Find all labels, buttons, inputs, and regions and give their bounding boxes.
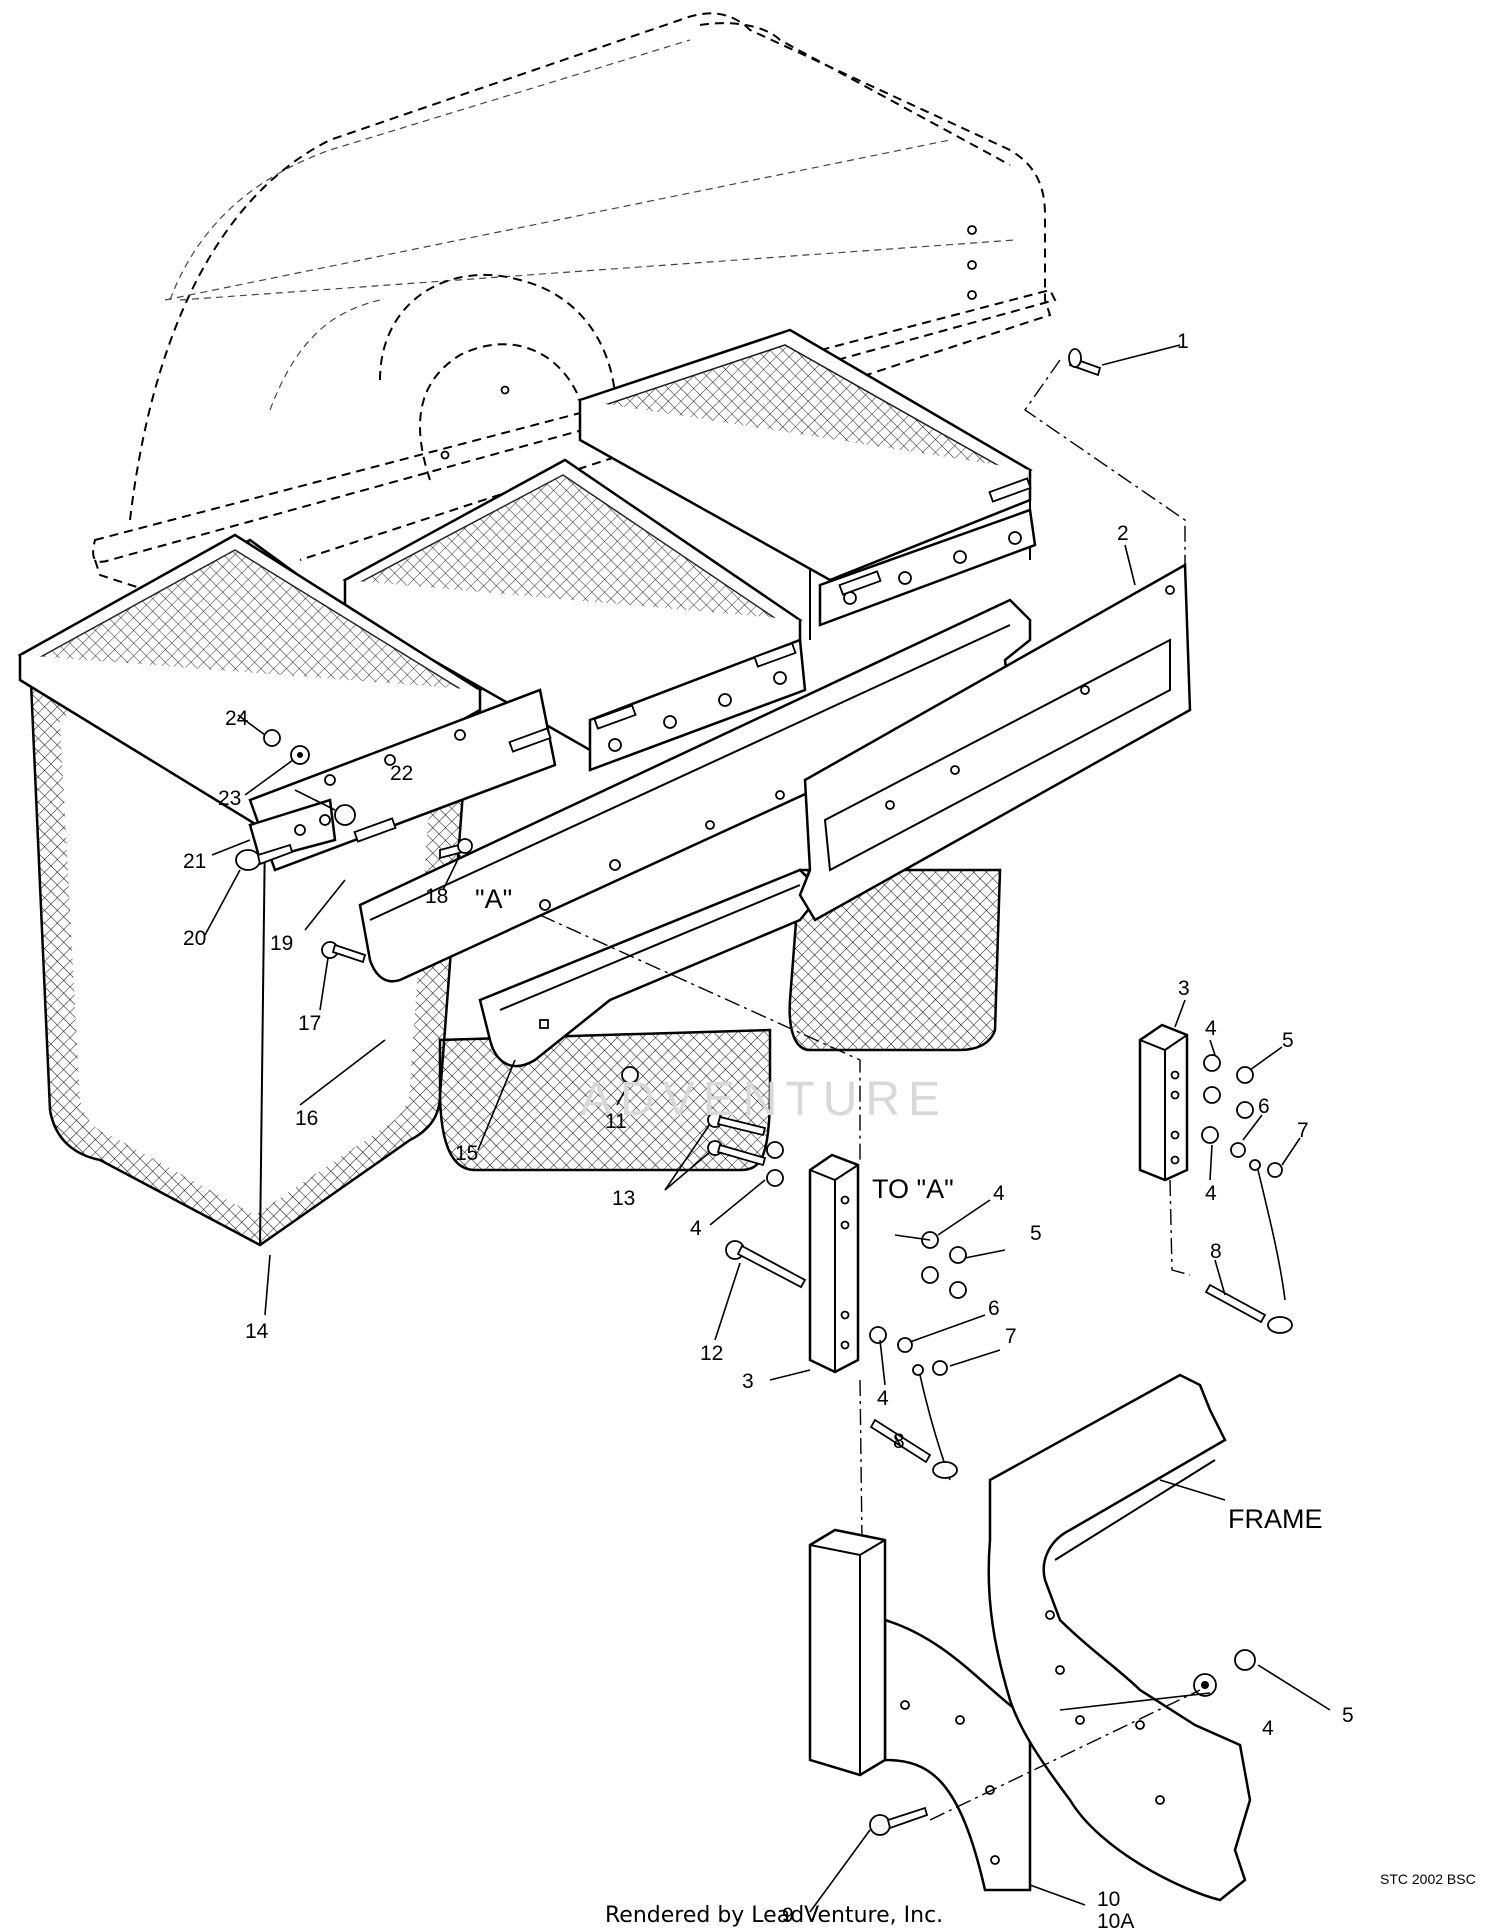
leader-lines (204, 344, 1331, 1913)
grass-bag-right (577, 328, 1037, 1052)
mount-10 (808, 1528, 1032, 1892)
callout-1: 1 (1177, 330, 1189, 353)
callout-8-left: 8 (893, 1430, 905, 1453)
callout-4-right-lower: 4 (1205, 1182, 1217, 1205)
frame-rail (987, 1373, 1252, 1902)
frame-label: FRAME (1228, 1504, 1323, 1534)
callout-18: 18 (425, 885, 448, 908)
callout-16: 16 (295, 1107, 318, 1130)
drawing-code: STC 2002 BSC (1380, 1871, 1476, 1887)
callout-13: 13 (612, 1187, 635, 1210)
callout-9: 9 (782, 1904, 794, 1927)
footer-credit: Rendered by LeadVenture, Inc. (605, 1903, 943, 1928)
to-a-label: TO "A" (872, 1174, 954, 1204)
watermark: ADVENTURE (580, 1073, 948, 1126)
callout-15: 15 (455, 1142, 478, 1165)
callout-5-right: 5 (1282, 1029, 1294, 1052)
callout-8-right: 8 (1210, 1240, 1222, 1263)
callout-4-right-upper: 4 (1205, 1017, 1217, 1040)
callout-7-left: 7 (1005, 1325, 1017, 1348)
callout-12: 12 (700, 1342, 723, 1365)
callout-23: 23 (218, 787, 241, 810)
callout-2: 2 (1117, 522, 1129, 545)
phantom-line-frame (929, 1689, 1201, 1821)
callout-3-right: 3 (1178, 977, 1190, 1000)
grass-bag-middle (342, 458, 807, 1172)
callout-14: 14 (245, 1320, 269, 1343)
grass-bag-left (17, 533, 557, 1247)
callout-4-frame: 4 (1262, 1717, 1274, 1740)
bracket-16 (358, 598, 1032, 983)
callout-4-left-lower: 4 (877, 1387, 889, 1410)
callout-22: 22 (390, 762, 413, 785)
callout-6-left: 6 (988, 1297, 1000, 1320)
phantom-line-1 (1024, 359, 1186, 575)
callout-6-right: 6 (1258, 1095, 1270, 1118)
tube-3-left (808, 1153, 863, 1541)
tube-3-right (1138, 1023, 1191, 1276)
callout-5-left: 5 (1030, 1222, 1042, 1245)
callout-20: 20 (183, 927, 206, 950)
hardware (235, 348, 1293, 1836)
callout-21: 21 (183, 850, 206, 873)
callout-5-frame: 5 (1342, 1704, 1354, 1727)
callout-10: 10 (1097, 1888, 1120, 1911)
callout-7-right: 7 (1297, 1119, 1309, 1142)
callout-17: 17 (298, 1012, 321, 1035)
callout-10a: 10A (1097, 1910, 1134, 1929)
callout-4-left-top: 4 (993, 1182, 1005, 1205)
callout-3-left: 3 (742, 1370, 754, 1393)
bar-2 (798, 562, 1192, 922)
phantom-line-a (539, 914, 861, 1160)
callout-4-left-upper: 4 (690, 1217, 702, 1240)
callout-11: 11 (605, 1110, 627, 1133)
reference-a: "A" (475, 884, 512, 914)
callout-24: 24 (225, 707, 249, 730)
callout-labels: 1 2 3 4 5 6 7 4 8 24 22 23 21 20 19 18 "… (183, 330, 1354, 1929)
callout-19: 19 (270, 932, 293, 955)
